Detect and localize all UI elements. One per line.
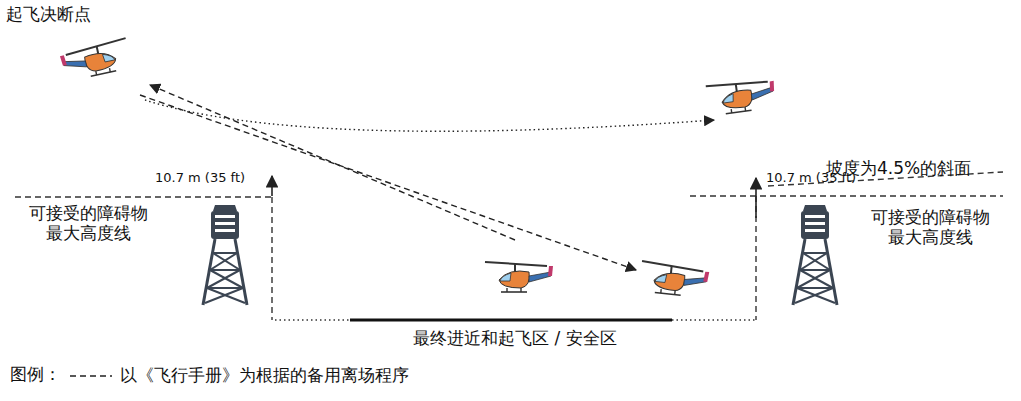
legend-title: 图例： — [10, 364, 61, 384]
legend-line-sample — [66, 366, 116, 386]
obstacle-line-label: 可接受的障碍物 最大高度线 — [23, 203, 153, 244]
dimension-label: 10.7 m (35 ft) — [766, 170, 856, 186]
obstacle-line-label: 可接受的障碍物 最大高度线 — [865, 207, 995, 248]
point-label: 起飞决断点 — [6, 4, 91, 24]
area-label: 最终进近和起飞区 / 安全区 — [409, 328, 621, 348]
legend-entry: 以《飞行手册》为根据的备用离场程序 — [66, 364, 409, 387]
dimension-label: 10.7 m (35 ft) — [155, 170, 245, 186]
legend-text: 以《飞行手册》为根据的备用离场程序 — [120, 364, 409, 387]
